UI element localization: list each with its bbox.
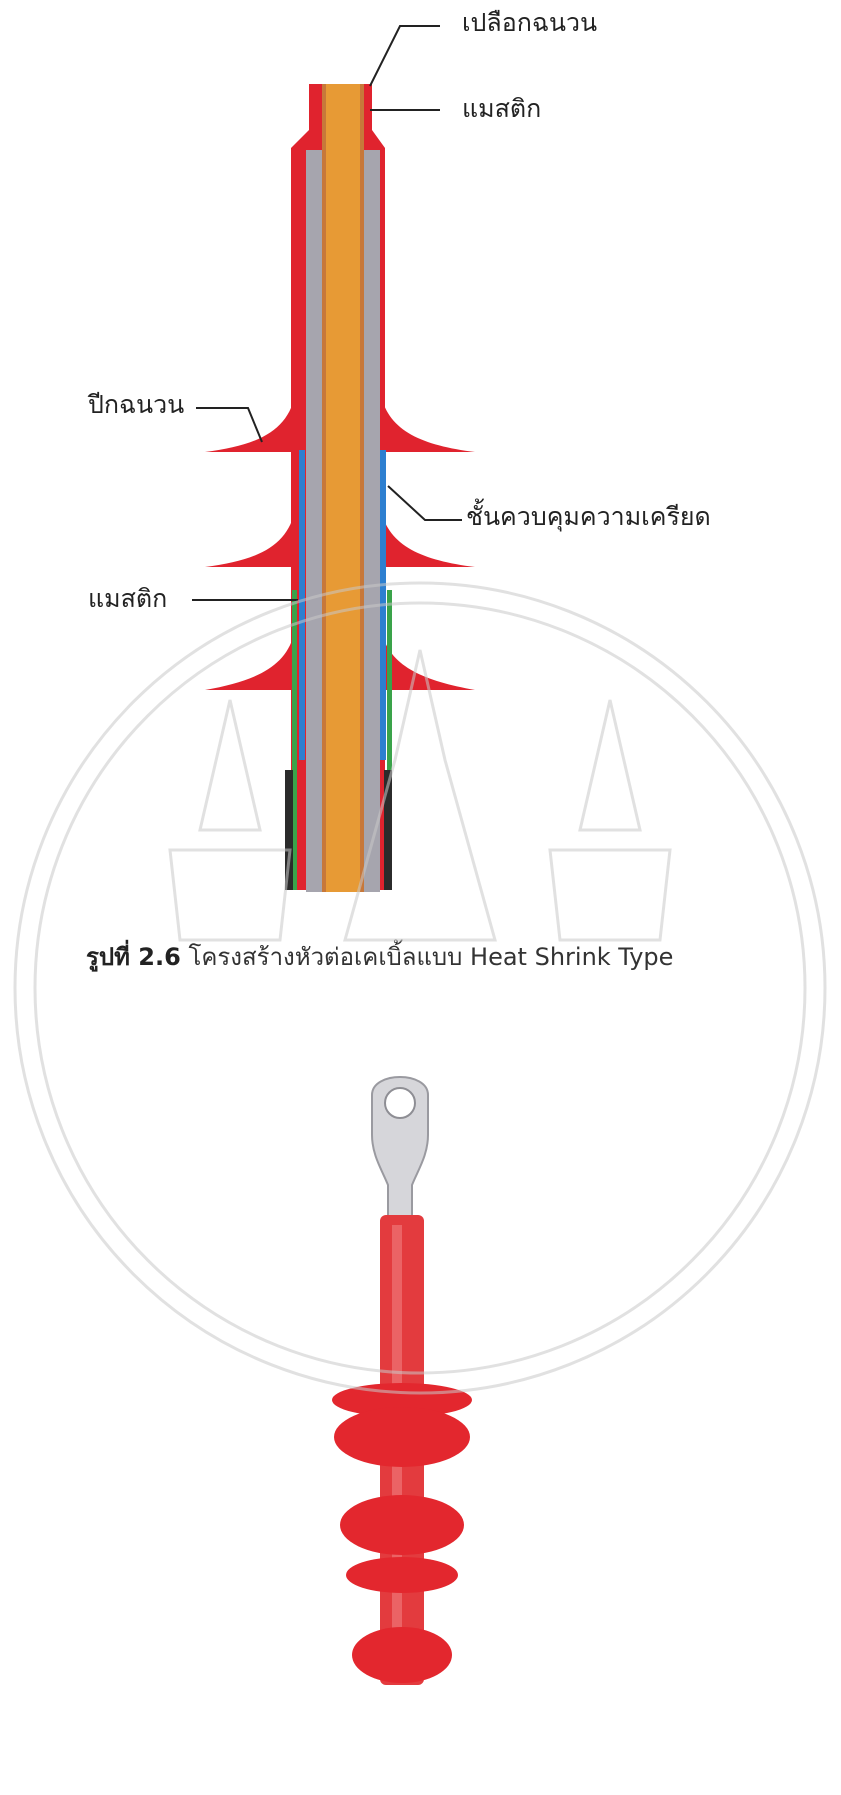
cable-termination-diagram <box>0 0 841 920</box>
heat-shrink-termination-photo <box>0 1075 841 1795</box>
label-outer-sheath: เปลือกฉนวน <box>462 8 597 38</box>
stress-layer-right <box>380 450 386 760</box>
caption-text: โครงสร้างหัวต่อเคเบิ้ลแบบ Heat Shrink Ty… <box>188 943 673 971</box>
cable-lug <box>372 1077 428 1225</box>
label-mastic-top: แมสติก <box>462 94 541 124</box>
conductor <box>326 84 360 892</box>
figure-caption: รูปที่ 2.6 โครงสร้างหัวต่อเคเบิ้ลแบบ Hea… <box>86 942 673 972</box>
caption-prefix: รูปที่ 2.6 <box>86 943 181 971</box>
insulating-sheds <box>332 1383 472 1683</box>
label-mastic-bottom: แมสติก <box>88 584 167 614</box>
label-stress-control-layer: ชั้นควบคุมความเครียด <box>466 502 711 532</box>
page: เปลือกฉนวน แมสติก ปีกฉนวน ชั้นควบคุมความ… <box>0 0 841 1687</box>
label-insulating-fin: ปีกฉนวน <box>88 390 184 420</box>
stress-layer-left <box>299 450 305 760</box>
